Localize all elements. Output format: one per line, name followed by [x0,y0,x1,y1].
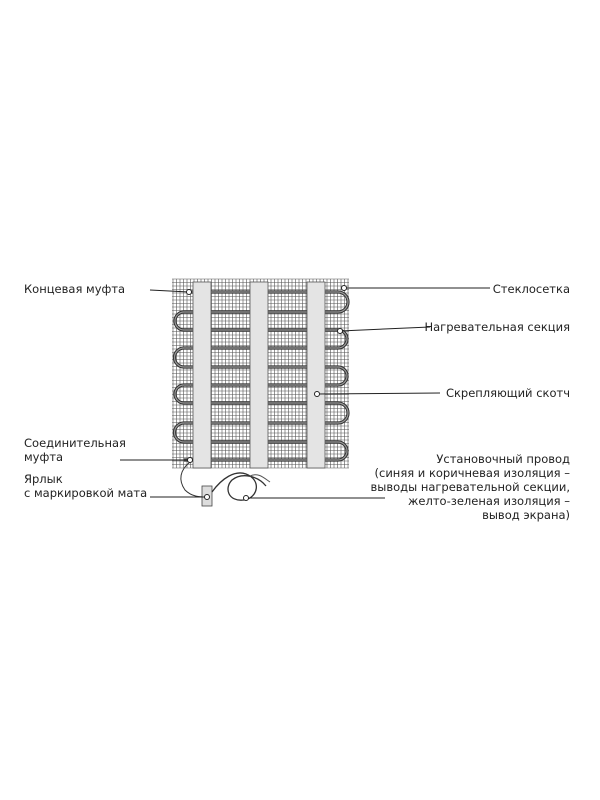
leader-dot [243,495,249,501]
label-end-coupling: Концевая муфта [24,282,126,296]
label-line: Соединительная [24,436,126,450]
fixing-tape-strip [192,281,212,469]
label-line: вывод экрана) [482,508,570,522]
label-line: Установочный провод [436,452,570,466]
leader-dot [186,289,192,295]
leader-line [149,289,190,293]
label-line: с маркировкой мата [24,486,148,500]
wire-ends [249,474,271,483]
leader-dot [204,494,210,500]
fixing-tape-strip [249,281,269,469]
wire-coil [211,472,267,501]
label-connecting-coupling: Соединительная муфта [24,436,126,464]
label-line: (синяя и коричневая изоляция – [374,466,570,480]
heating-cable-core [173,291,349,461]
fixing-tape-strip [306,281,326,469]
leader-dot [314,391,320,397]
leader-line [339,326,431,332]
label-tag: Ярлык с маркировкой мата [24,472,147,500]
leader-dot [337,328,343,334]
label-line: желто-зеленая изоляция – [408,494,570,508]
label-fixing-tape: Скрепляющий скотч [445,386,570,400]
leader-dot [187,457,193,463]
leader-line [316,392,441,395]
label-heating-section: Нагревательная секция [424,320,570,334]
leader-dot [341,285,347,291]
label-line: Ярлык [24,472,63,486]
label-line: муфта [24,450,64,464]
label-line: выводы нагревательной секции, [370,480,570,494]
label-fiberglass-mesh: Стеклосетка [492,282,570,296]
label-install-wire: Установочный провод (синяя и коричневая … [370,452,570,522]
